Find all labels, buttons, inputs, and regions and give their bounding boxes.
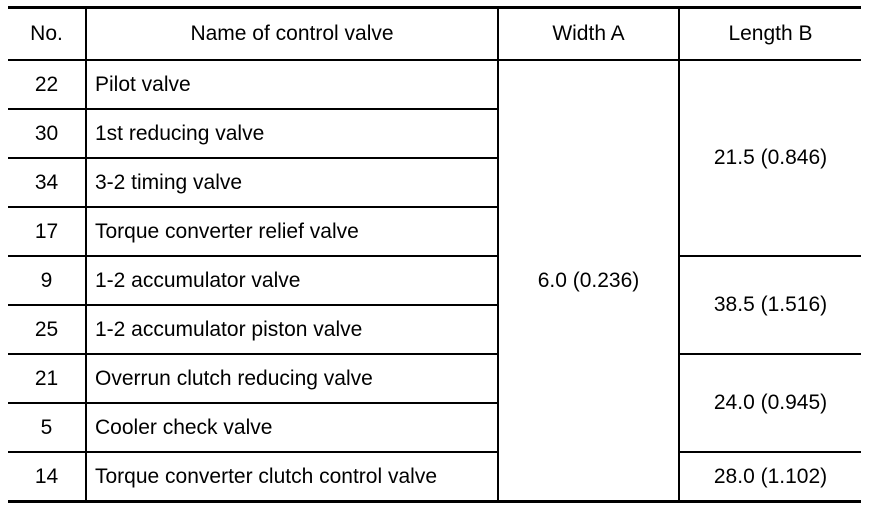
row-name: Cooler check valve (85, 403, 498, 453)
table-row: 34 3-2 timing valve (8, 158, 861, 208)
table-row: 21 Overrun clutch reducing valve 24.0 (0… (8, 354, 861, 453)
header-row: No. Name of control valve Width A Length… (8, 7, 861, 61)
row-no: 34 (8, 158, 86, 208)
row-no: 5 (8, 403, 86, 453)
row-name: Torque converter relief valve (85, 207, 498, 257)
header-name: Name of control valve (85, 7, 498, 61)
width-a-value: 6.0 (0.236) (497, 60, 679, 503)
header-width: Width A (497, 7, 679, 61)
valve-dimension-table: No. Name of control valve Width A Length… (8, 6, 861, 503)
row-no: 14 (34, 464, 59, 488)
row-name: 1-2 accumulator piston valve (85, 305, 498, 355)
row-no: 25 (8, 305, 86, 355)
row-no: 17 (8, 207, 86, 257)
row-no: 22 (8, 60, 86, 110)
length-b-value: 38.5 (1.516) (678, 256, 861, 355)
row-name: Torque converter clutch control valve (85, 452, 498, 502)
row-no: 21 (8, 354, 86, 404)
row-name: Overrun clutch reducing valve (85, 354, 498, 404)
table-row: 30 1st reducing valve (8, 109, 861, 159)
table-row: 25 1-2 accumulator piston valve (8, 305, 861, 355)
row-name: 1st reducing valve (85, 109, 498, 159)
row-no: 30 (8, 109, 86, 159)
length-b-value: 28.0 (1.102) (678, 452, 861, 502)
header-length: Length B (678, 7, 861, 61)
table-row: 14 Torque converter clutch control valve… (8, 452, 861, 502)
row-name: Pilot valve (85, 60, 498, 110)
length-b-value: 24.0 (0.945) (678, 354, 861, 453)
valve-dimension-table-container: No. Name of control valve Width A Length… (8, 6, 861, 503)
table-row: 17 Torque converter relief valve (8, 207, 861, 257)
table-row: 5 Cooler check valve (8, 403, 861, 453)
row-no: 9 (8, 256, 86, 306)
length-b-value: 21.5 (0.846) (678, 60, 861, 257)
header-no: No. (8, 7, 86, 61)
table-row: 22 Pilot valve 6.0 (0.236) 21.5 (0.846) (8, 60, 861, 503)
table-row: 9 1-2 accumulator valve 38.5 (1.516) (8, 256, 861, 355)
row-name: 1-2 accumulator valve (85, 256, 498, 306)
row-name: 3-2 timing valve (85, 158, 498, 208)
